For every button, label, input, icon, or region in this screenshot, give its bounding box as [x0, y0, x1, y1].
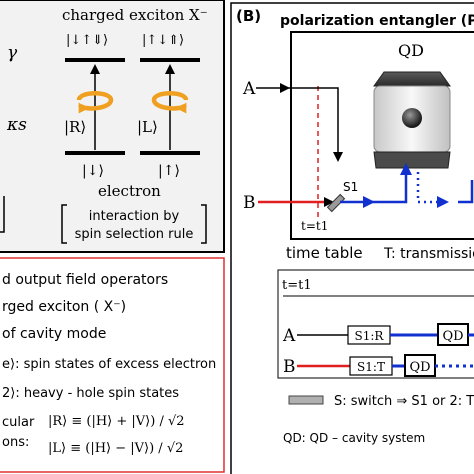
legend-line-cavity-mode: of cavity mode — [2, 326, 106, 342]
row-a-qd-label: QD — [442, 329, 463, 344]
row-a-switch-label: S1:R — [355, 329, 385, 343]
level-scheme-frame — [0, 0, 225, 253]
legend-line-charged-exciton: rged exciton ( X⁻) — [2, 299, 126, 315]
row-b-label: B — [283, 357, 296, 377]
rotation-left-icon — [76, 91, 114, 114]
quantum-dot — [402, 108, 422, 128]
interaction-bracket-left — [61, 204, 67, 244]
legend-line-circular: cular — [2, 415, 35, 430]
transmission-label: T: transmissio — [383, 246, 474, 262]
mode-l-label: |L⟩ — [137, 118, 158, 136]
time-marker-label: t=t1 — [301, 219, 328, 233]
qd-cavity-illustration — [373, 71, 451, 169]
exciton-state-left: |↓↑⇓⟩ — [66, 33, 108, 48]
legend-line-heavy-hole: 2⟩: heavy - hole spin states — [2, 386, 179, 401]
legend-line-polarizations: ons: — [2, 435, 29, 450]
legend-line-electron-spin: e⟩: spin states of excess electron — [2, 357, 216, 372]
switch-legend-text: S: switch ⇒ S1 or 2: T(tr — [334, 394, 474, 409]
charged-exciton-header: charged exciton X⁻ — [62, 6, 208, 24]
left-bracket — [0, 196, 5, 233]
exciton-state-right: |↑↓⇑⟩ — [142, 33, 184, 48]
time-table-frame — [277, 269, 474, 379]
interaction-bracket-right — [201, 204, 207, 244]
interaction-line-1: interaction by — [89, 209, 180, 224]
time-table-time: t=t1 — [282, 278, 312, 293]
path-blue-to-qd — [372, 163, 412, 204]
legend-panel: d output field operators rged exciton ( … — [0, 257, 225, 473]
time-table-title: time table — [286, 244, 363, 262]
qd-legend-text: QD: QD – cavity system — [283, 431, 425, 445]
panel-b-label: (B) — [236, 7, 261, 25]
electron-state-right: |↑⟩ — [158, 163, 180, 179]
legend-frame — [0, 257, 225, 473]
switch-legend-icon — [288, 395, 324, 405]
input-a-label: A — [242, 79, 256, 99]
entangler-panel: (B) polarization entangler (PE QD t=t1 A… — [230, 2, 474, 474]
gamma-label: γ — [7, 43, 18, 63]
qd-title: QD — [398, 41, 424, 60]
path-blue-dotted-out — [416, 172, 436, 204]
row-b-qd-label: QD — [409, 360, 430, 375]
interaction-line-2: spin selection rule — [75, 227, 194, 242]
row-a-label: A — [282, 326, 296, 346]
input-b-label: B — [243, 193, 256, 213]
switch-s1-label: S1 — [343, 180, 358, 194]
kappa-s-label: κs — [6, 115, 27, 135]
mode-r-label: |R⟩ — [64, 118, 86, 136]
path-a-line — [288, 87, 343, 162]
legend-equation-r: |R⟩ ≡ (|H⟩ + |V⟩) / √2 — [48, 414, 185, 429]
electron-state-left: |↓⟩ — [82, 163, 104, 179]
rotation-right-icon — [151, 91, 189, 114]
electron-label: electron — [98, 182, 161, 200]
path-blue-exit — [458, 180, 474, 204]
legend-equation-l: |L⟩ ≡ (|H⟩ − |V⟩) / √2 — [48, 441, 183, 456]
legend-line-output-operators: d output field operators — [2, 272, 168, 288]
level-scheme-panel: γ κs charged exciton X⁻ |↓↑⇓⟩ |↑↓⇑⟩ |R⟩ … — [0, 0, 225, 253]
row-b-switch-label: S1:T — [357, 360, 385, 374]
panel-b-title: polarization entangler (PE — [280, 13, 474, 29]
switch-s1 — [326, 193, 346, 213]
entangler-device-box — [290, 31, 474, 240]
